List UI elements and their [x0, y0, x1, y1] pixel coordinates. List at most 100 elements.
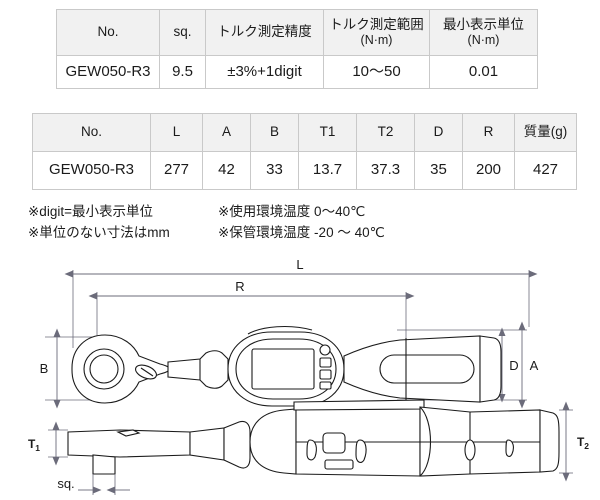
- mode-button: [319, 369, 332, 380]
- header-cell-torque-accuracy: トルク測定精度: [205, 9, 324, 56]
- dimension-b: B: [36, 328, 61, 409]
- dimension-label-t1-subscript: 1: [35, 443, 40, 453]
- dimension-l: L: [64, 257, 538, 278]
- power-button-icon: [319, 344, 331, 356]
- header-unit: (N·m): [467, 33, 500, 48]
- svg-text:T1: T1: [28, 437, 40, 453]
- lever-detail-line: [140, 367, 154, 377]
- dimension-label-b: B: [40, 361, 49, 376]
- footnote-unitless-mm: ※単位のない寸法はmm: [28, 224, 170, 240]
- header-unit: (N·m): [360, 33, 393, 48]
- dimension-label-t2-subscript: 2: [584, 441, 589, 451]
- cell-t1: 13.7: [298, 151, 357, 190]
- drive-square-inner: [89, 354, 119, 384]
- header-cell-l: L: [150, 113, 203, 152]
- footnote-row: ※単位のない寸法はmm ※保管環境温度 -20 〜 40℃: [28, 223, 458, 244]
- cell-r: 200: [462, 151, 515, 190]
- side-contour-a: [306, 439, 317, 461]
- cell-model-no: GEW050-R3: [56, 55, 160, 89]
- cell-mass: 427: [514, 151, 577, 190]
- display-housing: [227, 326, 345, 407]
- table-header-row: No. L A B T1 T2 D R 質量(g): [32, 113, 577, 152]
- header-label: 最小表示単位: [443, 16, 524, 32]
- header-cell-r: R: [462, 113, 515, 152]
- table-row: GEW050-R3 9.5 ±3%+1digit 10〜50 0.01: [56, 55, 538, 89]
- header-cell-sq: sq.: [159, 9, 206, 56]
- wrench-neck-top-view: [167, 350, 229, 389]
- side-lever-detail: [116, 429, 141, 437]
- header-cell-a: A: [202, 113, 251, 152]
- torque-wrench-dimension-drawing: L R B D A: [0, 252, 600, 500]
- table-row: GEW050-R3 277 42 33 13.7 37.3 35 200 427: [32, 151, 577, 190]
- header-label: No.: [97, 24, 119, 40]
- dimension-label-sq: sq.: [57, 476, 74, 491]
- footnote-operating-temperature: ※使用環境温度 0〜40℃: [218, 204, 366, 219]
- side-body-top-rail: [293, 399, 425, 411]
- dimension-d: D: [498, 327, 519, 403]
- header-label: トルク測定精度: [217, 24, 312, 40]
- header-cell-mass: 質量(g): [514, 113, 577, 152]
- side-contour-b: [355, 439, 367, 464]
- side-body-nose: [249, 408, 297, 475]
- dimension-label-r: R: [235, 279, 244, 294]
- cell-b: 33: [250, 151, 299, 190]
- wrench-side-view: [67, 420, 251, 475]
- side-body-taper: [419, 406, 432, 477]
- square-drive-stub: [92, 454, 116, 475]
- cell-l: 277: [150, 151, 203, 190]
- torque-spec-table: No. sq. トルク測定精度 トルク測定範囲 (N·m) 最小表示単位 (N·: [56, 9, 538, 89]
- dimension-label-t2: T: [577, 435, 585, 449]
- cell-model-no: GEW050-R3: [32, 151, 151, 190]
- dimension-label-d: D: [509, 358, 518, 373]
- lcd-display: [251, 348, 315, 390]
- header-label: sq.: [173, 24, 192, 40]
- dimension-r: R: [88, 279, 415, 300]
- dimension-label-l: L: [296, 257, 303, 272]
- wrench-top-view: [71, 334, 171, 404]
- dimension-label-a: A: [530, 358, 539, 373]
- header-cell-min-display-unit: 最小表示単位 (N·m): [429, 9, 538, 56]
- side-seam-detail: [464, 439, 476, 461]
- header-cell-torque-range: トルク測定範囲 (N·m): [323, 9, 430, 56]
- dimension-spec-table: No. L A B T1 T2 D R 質量(g) GEW050-R3 277 …: [32, 113, 577, 190]
- footnote-row: ※digit=最小表示単位 ※使用環境温度 0〜40℃: [28, 202, 458, 223]
- header-cell-no: No.: [32, 113, 151, 152]
- footnotes: ※digit=最小表示単位 ※使用環境温度 0〜40℃ ※単位のない寸法はmm …: [28, 202, 458, 244]
- unit-button: [319, 357, 332, 368]
- dimension-a: A: [518, 321, 539, 409]
- handle-grip-pad: [379, 354, 475, 384]
- header-label: トルク測定範囲: [329, 16, 424, 32]
- side-button: [322, 432, 346, 454]
- side-handle-cap: [539, 409, 560, 473]
- dimension-t1: T1: [28, 421, 68, 466]
- side-body: [249, 399, 560, 477]
- header-cell-t2: T2: [356, 113, 415, 152]
- side-label-plate: [324, 459, 354, 470]
- handle-top-view: [343, 335, 502, 403]
- dimension-sq: sq.: [57, 474, 130, 495]
- header-cell-d: D: [414, 113, 463, 152]
- side-neck-collar: [223, 420, 251, 469]
- cell-min-display-unit: 0.01: [429, 55, 538, 89]
- dimension-label-t1: T: [28, 437, 36, 451]
- set-button: [319, 381, 332, 390]
- housing-top-detail: [247, 326, 313, 335]
- cell-torque-range: 10〜50: [323, 55, 430, 89]
- cell-sq: 9.5: [159, 55, 206, 89]
- dimension-t2: T2: [559, 401, 589, 482]
- side-contour-c: [505, 439, 514, 457]
- header-cell-no: No.: [56, 9, 160, 56]
- handle-end-cap: [479, 335, 502, 403]
- footnote-digit-definition: ※digit=最小表示単位: [28, 204, 153, 219]
- cell-a: 42: [202, 151, 251, 190]
- footnote-storage-temperature: ※保管環境温度 -20 〜 40℃: [218, 224, 385, 240]
- neck-outline: [167, 350, 229, 389]
- dimension-spec-table-container: No. L A B T1 T2 D R 質量(g) GEW050-R3 277 …: [32, 113, 577, 190]
- side-neck: [189, 427, 225, 461]
- torque-spec-table-container: No. sq. トルク測定精度 トルク測定範囲 (N·m) 最小表示単位 (N·: [56, 9, 538, 89]
- cell-d: 35: [414, 151, 463, 190]
- header-cell-t1: T1: [298, 113, 357, 152]
- svg-text:T2: T2: [577, 435, 589, 451]
- cell-torque-accuracy: ±3%+1digit: [205, 55, 324, 89]
